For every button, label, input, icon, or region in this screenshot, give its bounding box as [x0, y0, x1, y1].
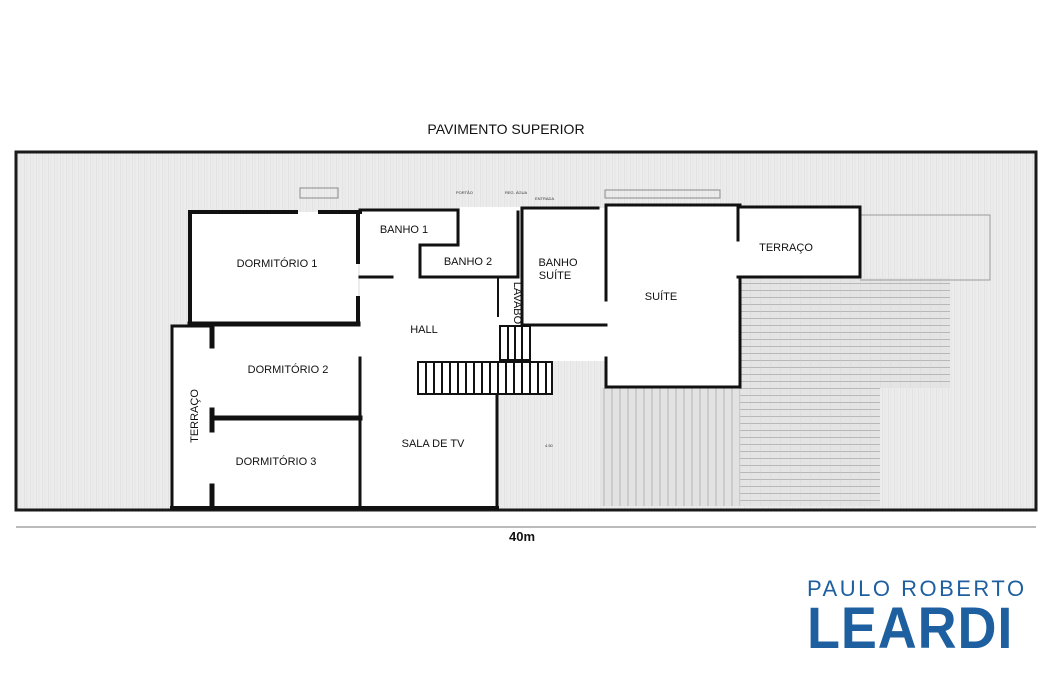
svg-text:REG. ÁGUA: REG. ÁGUA: [505, 190, 528, 195]
logo-line-1: PAULO ROBERTO: [807, 576, 1027, 601]
label-dormitorio-2: DORMITÓRIO 2: [248, 363, 329, 376]
dimension-line: 40m: [16, 526, 1036, 544]
label-terraco-left: TERRAÇO: [189, 389, 201, 443]
label-dormitorio-3: DORMITÓRIO 3: [236, 455, 317, 468]
brand-logo: PAULO ROBERTO LEARDI: [807, 576, 1029, 661]
svg-text:PORTÃO: PORTÃO: [456, 190, 473, 195]
label-lavabo: LAVABO: [511, 282, 523, 325]
svg-text:ENTRADA: ENTRADA: [535, 196, 554, 201]
room-labels: DORMITÓRIO 1 BANHO 1 BANHO 2 BANHO SUÍTE…: [189, 224, 813, 468]
label-terraco-right: TERRAÇO: [759, 242, 813, 254]
svg-text:4.50: 4.50: [545, 443, 554, 448]
staircase: [417, 325, 553, 395]
logo-line-2: LEARDI: [807, 596, 1014, 661]
label-hall: HALL: [410, 324, 438, 336]
walls: [170, 203, 862, 511]
label-banho-2: BANHO 2: [444, 256, 492, 268]
label-banho-suite-2: SUÍTE: [539, 269, 571, 282]
label-sala-tv: SALA DE TV: [402, 438, 465, 450]
label-dormitorio-1: DORMITÓRIO 1: [237, 257, 318, 270]
label-banho-suite-1: BANHO: [538, 257, 578, 269]
dimension-label: 40m: [509, 529, 535, 544]
label-banho-1: BANHO 1: [380, 224, 428, 236]
label-suite: SUÍTE: [645, 290, 677, 303]
plan-title: PAVIMENTO SUPERIOR: [427, 121, 584, 137]
